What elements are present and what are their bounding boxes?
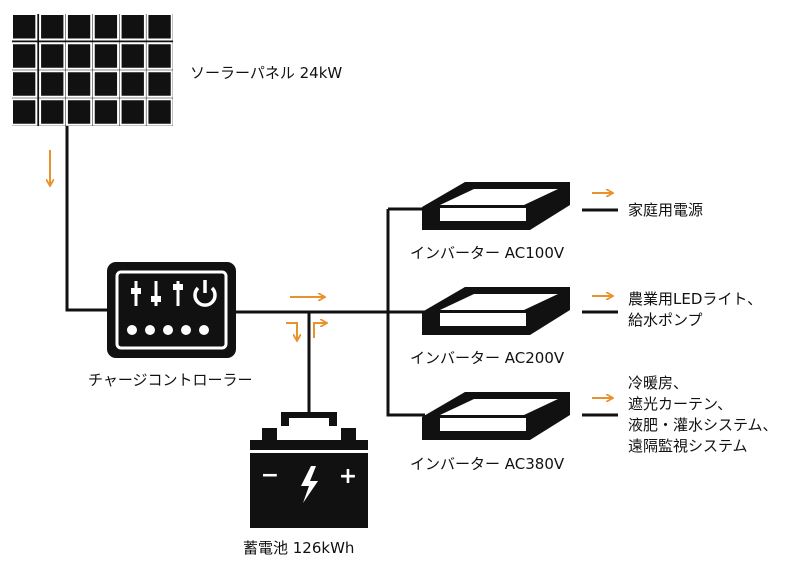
solar-cell xyxy=(146,42,173,70)
flow-arrow-to-battery xyxy=(286,322,297,340)
solar-cell xyxy=(146,13,173,41)
power-icon xyxy=(193,280,217,307)
solar-cell xyxy=(11,70,38,98)
inverter-ac200-output: 農業用LEDライト、 給水ポンプ xyxy=(628,290,763,329)
solar-cell xyxy=(146,98,173,126)
solar-cell xyxy=(146,70,173,98)
solar-cell xyxy=(11,42,38,70)
battery-label: 蓄電池 126kWh xyxy=(243,539,355,557)
solar-cell xyxy=(92,70,120,98)
solar-panel-label: ソーラーパネル 24kW xyxy=(190,64,343,82)
solar-cell xyxy=(11,98,38,126)
solar-cell xyxy=(92,98,120,126)
solar-cell xyxy=(119,98,146,126)
inverter-ac100-icon xyxy=(422,182,570,230)
flow-arrows xyxy=(50,150,612,398)
line-panel-to-controller xyxy=(65,126,108,312)
solar-cell xyxy=(65,98,93,126)
solar-cell xyxy=(119,42,146,70)
solar-cell xyxy=(65,42,93,70)
battery-plus: + xyxy=(339,464,357,489)
charge-controller-label: チャージコントローラー xyxy=(88,371,253,389)
lightning-icon xyxy=(301,466,318,503)
indicator-dots xyxy=(127,325,209,335)
flow-arrow-from-battery xyxy=(313,323,326,338)
solar-cell xyxy=(92,42,120,70)
solar-cell xyxy=(92,13,120,41)
battery-minus: − xyxy=(261,463,279,488)
connection-lines xyxy=(65,126,618,417)
solar-cell xyxy=(119,70,146,98)
solar-cell xyxy=(65,13,93,41)
solar-panel-icon xyxy=(11,13,173,126)
inverter-ac380-icon xyxy=(422,392,570,440)
inverter-ac200-label: インバーター AC200V xyxy=(410,349,565,367)
inverter-ac380-label: インバーター AC380V xyxy=(410,455,565,473)
inverter-ac100-output: 家庭用電源 xyxy=(628,201,704,219)
solar-cell xyxy=(65,70,93,98)
inverter-ac200-icon xyxy=(422,287,570,335)
solar-cell xyxy=(39,98,66,126)
inverter-ac380-output: 冷暖房、 遮光カーテン、 液肥・灌水システム、 遠隔監視システム xyxy=(628,374,778,455)
charge-controller-icon xyxy=(107,262,236,358)
solar-cell xyxy=(39,70,66,98)
inverter-ac100-label: インバーター AC100V xyxy=(410,244,565,262)
solar-cell xyxy=(39,13,66,41)
car-battery-icon: − + xyxy=(250,412,368,528)
solar-cell xyxy=(119,13,146,41)
solar-cell xyxy=(39,42,66,70)
line-bus-inverter-100 xyxy=(386,209,425,417)
solar-cell xyxy=(11,13,38,41)
